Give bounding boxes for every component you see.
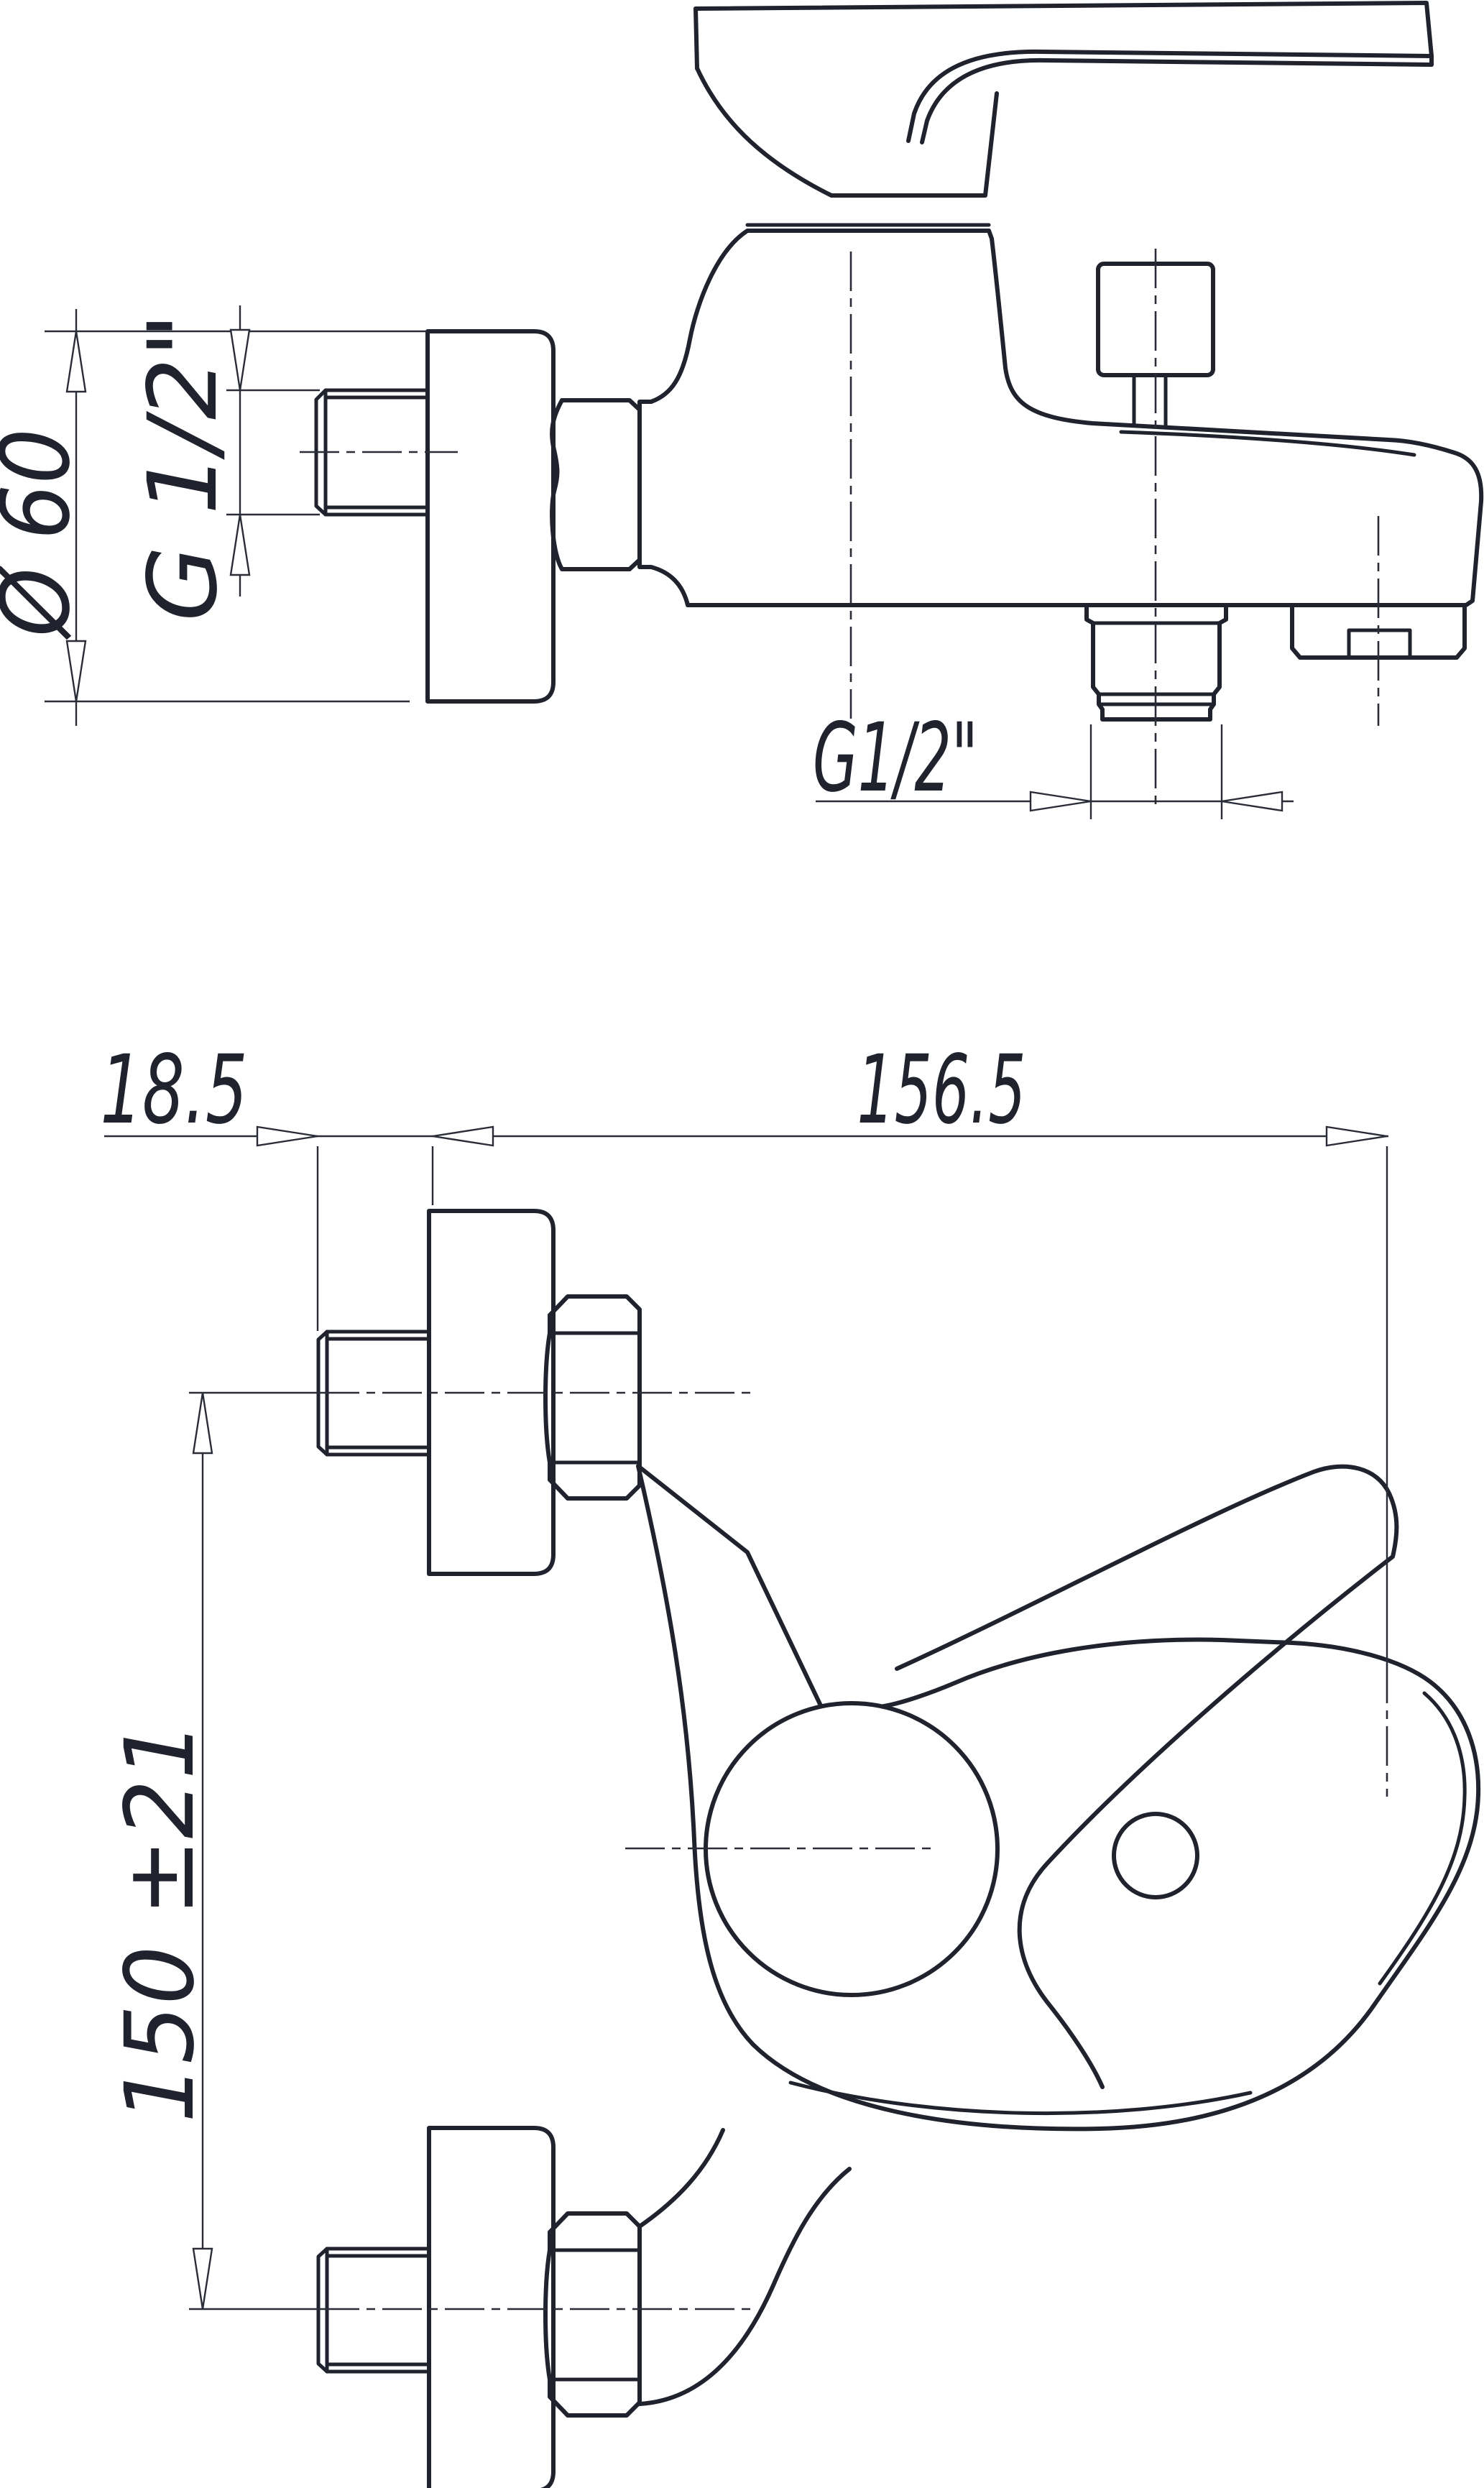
side-lever-handle	[693, 1, 1434, 144]
plan-spout-end-inner	[1378, 1691, 1467, 1986]
side-body	[637, 229, 1484, 607]
plan-lower-arm-underside	[637, 2167, 852, 2406]
dim-inlet-spacing: 150 ±21	[105, 1392, 216, 2310]
plan-diverter-knob	[1112, 1812, 1199, 1899]
dim-nipple-projection: 18.5	[101, 1035, 1388, 1331]
plan-inlet-nipple-lower	[316, 2247, 430, 2374]
dim-plate-diameter-label: Ø 60	[0, 428, 91, 640]
plan-inlet-nipple-upper	[316, 1330, 430, 1457]
side-spout-top-inner	[1119, 430, 1416, 457]
plan-union-nut-lower	[543, 2211, 642, 2418]
dim-shower-thread: G1/2"	[813, 703, 1294, 819]
dim-shower-thread-label: G1/2"	[813, 703, 978, 814]
dim-spout-reach: 156.5	[857, 1035, 1388, 1664]
dim-plate-diameter: Ø 60	[0, 309, 427, 726]
dim-nipple-projection-label: 18.5	[101, 1035, 248, 1146]
side-handle-cap	[695, 66, 999, 198]
dim-inlet-spacing-label: 150 ±21	[105, 1720, 216, 2123]
plan-lower-arm	[637, 2128, 725, 2229]
side-wall-plate	[425, 329, 556, 704]
plan-wall-plate-lower	[427, 2126, 556, 2488]
plan-handle	[895, 1464, 1399, 2089]
plan-view: 18.5 156.5 150 ±21	[101, 1035, 1481, 2488]
plan-union-nut-upper	[543, 1294, 642, 1501]
dim-spout-reach-label: 156.5	[857, 1035, 1026, 1146]
dim-inlet-thread-label: G 1/2"	[128, 313, 239, 622]
side-union-nut	[550, 398, 642, 571]
side-view: Ø 60 G 1/2" G1/2"	[0, 1, 1484, 819]
plan-wall-plate-upper	[427, 1209, 556, 1576]
dim-inlet-thread: G 1/2"	[128, 305, 320, 622]
plan-body-crease	[788, 2081, 1253, 2116]
